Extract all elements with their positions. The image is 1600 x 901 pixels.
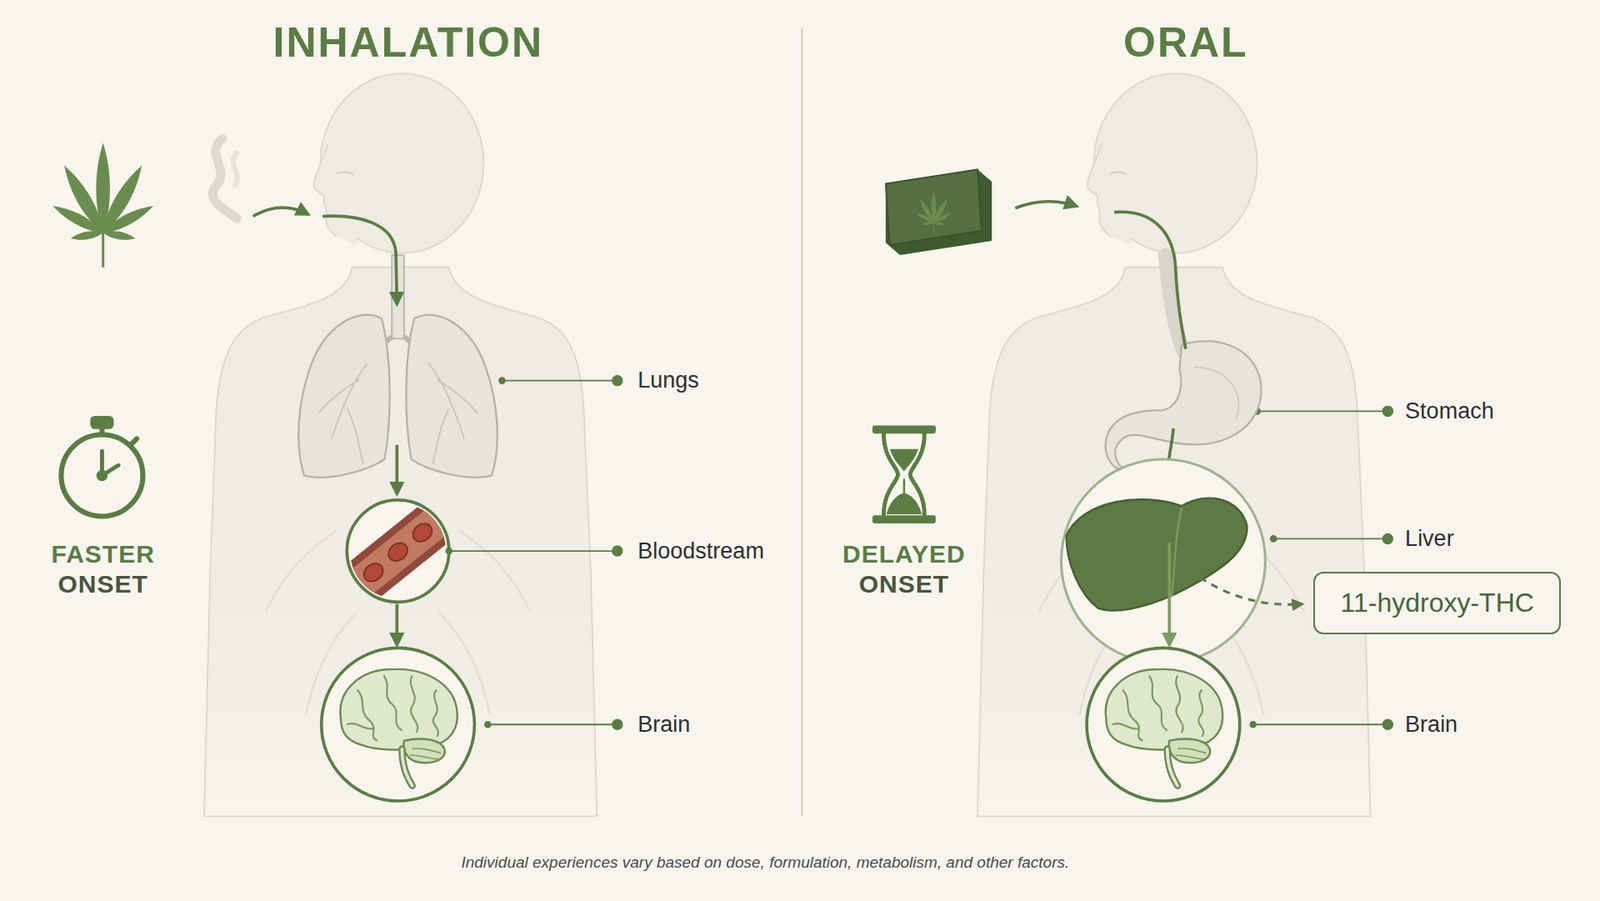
leader-line [612,375,623,386]
edible-square [885,169,992,255]
leader-line [1382,719,1393,730]
organ-label: Lungs [637,367,700,394]
smoke-wisp [212,138,237,218]
flow-arrow [1167,542,1171,645]
brain-frame [321,647,475,801]
flow-arrow [253,207,309,216]
flow-arrow [322,215,397,305]
leader-line [499,377,505,384]
leader-line [445,375,1393,730]
stomach-drawing [1105,255,1262,472]
stomach-drawing [1194,367,1240,419]
column-heading: ORAL [994,19,1378,68]
brain-drawing [340,669,457,786]
lung-drawing [405,315,497,478]
vessel-drawing [409,520,435,546]
hourglass-icon [887,479,920,513]
stomach-drawing [1105,340,1262,471]
hourglass-icon [872,425,936,435]
vessel-drawing [336,501,461,602]
stopwatch-icon [130,438,137,445]
hourglass-icon [883,433,925,515]
onset-label: FASTER [20,540,187,570]
caption-note: Individual experiences vary based on dos… [223,853,1307,872]
vessel-drawing [336,501,461,602]
column-heading: INHALATION [216,19,600,68]
compound-name: 11-hydroxy-THC [1340,587,1535,619]
onset-label: ONSET [20,570,187,600]
hourglass-icon [872,515,936,524]
flow-arrow [1114,211,1186,349]
smoke-wisp [233,153,238,186]
hourglass-icon [872,425,936,525]
leader-line [501,380,617,382]
leader-line [485,721,491,728]
body-silhouette [204,73,597,816]
column-divider [801,28,804,816]
flow-arrow [395,604,399,645]
leader-line [449,550,618,552]
brain-drawing [1105,669,1223,786]
flow-arrow [395,445,399,495]
stopwatch-icon [99,426,105,435]
stopwatch-icon [60,418,143,517]
vessel-drawing [336,500,461,602]
vessel-drawing [336,501,461,602]
flow-arrow [1015,201,1076,209]
leader-line [1273,537,1388,540]
liver-drawing [1060,459,1265,664]
lung-drawing [298,315,390,478]
hourglass-icon [890,449,919,472]
vessel-drawing [360,560,386,586]
stopwatch-icon [99,472,105,479]
leader-line [1270,535,1276,542]
edible-square [885,169,982,245]
leader-line [1250,721,1256,728]
edible-square [915,190,952,235]
liver-drawing [1066,498,1248,611]
leader-line [1382,533,1393,544]
leader-line [1382,405,1393,416]
onset-label: ONSET [820,570,988,600]
liver-drawing [1060,459,1265,664]
organ-label: Brain [637,711,690,738]
leader-line [612,719,623,730]
stopwatch-icon [60,435,143,517]
onset-label: DELAYED [820,540,988,570]
leader-line [487,723,618,725]
leader-line [445,547,452,554]
vessel-drawing [385,539,411,565]
liver-drawing [1171,508,1182,598]
body-silhouette [977,73,1370,816]
metabolite-arrow [1200,577,1302,605]
edible-square [885,169,992,255]
compound-box: 11-hydroxy-THC [1313,571,1562,635]
organ-label: Liver [1405,525,1455,552]
brain-frame [1086,647,1240,801]
leader-line [1257,410,1389,412]
cannabis-leaf [50,142,156,267]
organ-label: Bloodstream [637,538,765,565]
organ-label: Stomach [1405,398,1495,425]
leader-line [1253,723,1389,725]
organ-label: Brain [1405,711,1458,738]
leader-line [612,545,623,556]
smoke-wisp [212,138,237,218]
